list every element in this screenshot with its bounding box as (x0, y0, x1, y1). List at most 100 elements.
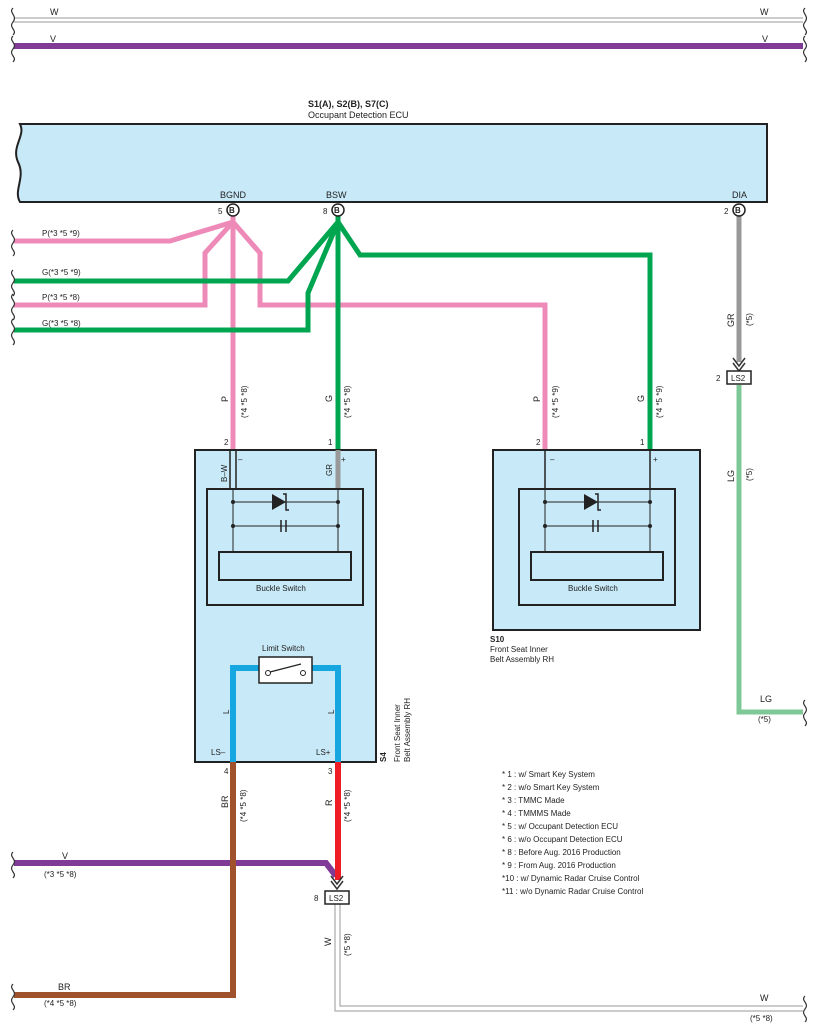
svg-text:+: + (653, 455, 658, 464)
wire-break-mark (10, 851, 16, 879)
s4-pin: 4 (224, 767, 229, 776)
s10-component: 2 1 – + Buckle Switch S10 Front Seat Inn… (490, 438, 701, 664)
wire-label: V (62, 851, 68, 861)
svg-text:B: B (334, 206, 340, 215)
s4-name-1: Front Seat Inner (393, 704, 402, 762)
s4-buckle-switch (206, 488, 364, 606)
note-item: * 3 : TMMC Made (502, 796, 565, 805)
ecu-name: Occupant Detection ECU (308, 110, 409, 120)
note-item: * 6 : w/o Occupant Detection ECU (502, 835, 623, 844)
ls2-pin-number: 2 (716, 374, 721, 383)
wire-break-mark (802, 995, 808, 1023)
s4-ls-plus: LS+ (316, 748, 331, 757)
s10-buckle-label: Buckle Switch (568, 584, 618, 593)
wire-label: LG (726, 470, 736, 482)
s10-pin: 2 (536, 438, 541, 447)
left-input-label: P(*3 *5 *9) (42, 229, 80, 238)
ecu-pin-bsw: B 8 (323, 203, 345, 217)
wire-note: (*3 *5 *8) (44, 870, 77, 879)
note-item: * 8 : Before Aug. 2016 Production (502, 848, 621, 857)
wire-note: (*5) (745, 313, 754, 326)
s10-code: S10 (490, 635, 505, 644)
ls2-connector-top: LS2 2 (716, 370, 752, 385)
wire-note: (*4 *5 *9) (551, 385, 560, 418)
s10-buckle-switch (518, 488, 676, 606)
left-input-label: P(*3 *5 *8) (42, 293, 80, 302)
wire-break-mark (802, 35, 808, 63)
ecu-pin-number: 5 (218, 207, 223, 216)
svg-text:B: B (229, 206, 235, 215)
wire-label-v-left: V (50, 34, 56, 44)
note-item: * 2 : w/o Smart Key System (502, 783, 600, 792)
ls2-connector-bottom: LS2 8 (314, 890, 350, 905)
s4-pin: 1 (328, 438, 333, 447)
s4-limit-label: Limit Switch (262, 644, 305, 653)
svg-text:L: L (327, 709, 336, 714)
wire-label: BR (220, 795, 230, 808)
wire-label: G (324, 395, 334, 402)
ecu-pin-bsw-label: BSW (326, 190, 347, 200)
wire-label-w-right: W (760, 7, 769, 17)
lower-wires (14, 762, 803, 1012)
green-wires (14, 210, 653, 450)
wire-label-v-right: V (762, 34, 768, 44)
wire-note: (*4 *5 *8) (44, 999, 77, 1008)
left-input-label: G(*3 *5 *8) (42, 319, 81, 328)
wire-label: P (532, 396, 542, 402)
note-item: * 1 : w/ Smart Key System (502, 770, 595, 779)
wire-label: BR (58, 982, 71, 992)
s10-name-2: Belt Assembly RH (490, 655, 554, 664)
zener-diode-icon (272, 494, 286, 510)
ecu-pin-dia-label: DIA (732, 190, 747, 200)
wire-note: (*4 *5 *8) (343, 789, 352, 822)
wire-break-mark (10, 7, 16, 36)
svg-text:B: B (735, 206, 741, 215)
s4-ls-minus: LS– (211, 748, 226, 757)
wire-label: LG (760, 694, 772, 704)
ecu-pin-bgnd-label: BGND (220, 190, 247, 200)
notes-legend: * 1 : w/ Smart Key System * 2 : w/o Smar… (502, 770, 643, 896)
wire-label: P (220, 396, 230, 402)
wire-note: (*4 *5 *8) (343, 385, 352, 418)
s10-name-1: Front Seat Inner (490, 645, 548, 654)
dia-wires (732, 210, 803, 715)
wire-note: (*4 *5 *9) (655, 385, 664, 418)
ecu-pin-dia: B 2 (724, 203, 746, 217)
wire-label: W (760, 993, 769, 1003)
zener-diode-icon (584, 494, 598, 510)
svg-text:L: L (222, 709, 231, 714)
ecu-pin-number: 8 (323, 207, 328, 216)
s4-buckle-element (218, 551, 352, 581)
s4-inner-gr: GR (325, 464, 334, 476)
wire-note: (*5 *8) (750, 1014, 773, 1023)
svg-text:+: + (341, 455, 346, 464)
wire-break-mark (10, 983, 16, 1011)
svg-text:LS2: LS2 (329, 894, 344, 903)
limit-switch-icon (258, 656, 313, 684)
s4-name-2: Belt Assembly RH (403, 698, 412, 762)
s4-buckle-label: Buckle Switch (256, 584, 306, 593)
svg-text:–: – (550, 455, 555, 464)
wire-note: (*5 *8) (343, 933, 352, 956)
ls2-pin-number: 8 (314, 894, 319, 903)
svg-text:–: – (238, 455, 243, 464)
wire-label: G (636, 395, 646, 402)
wire-label: W (323, 937, 333, 946)
wire-note: (*4 *5 *8) (240, 385, 249, 418)
ecu-pin-bgnd: B 5 (218, 203, 240, 217)
s4-code: S4 (379, 752, 388, 762)
left-break-marks (10, 229, 16, 346)
note-item: *10 : w/ Dynamic Radar Cruise Control (502, 874, 640, 883)
s4-pin: 2 (224, 438, 229, 447)
ecu-code: S1(A), S2(B), S7(C) (308, 99, 389, 109)
wire-break-mark (802, 699, 808, 727)
wire-note: (*4 *5 *8) (239, 789, 248, 822)
ecu-pin-number: 2 (724, 207, 729, 216)
wire-break-mark (10, 35, 16, 63)
left-input-label: G(*3 *5 *9) (42, 268, 81, 277)
s4-pin: 3 (328, 767, 333, 776)
top-wire-w: W W (10, 7, 808, 36)
s4-inner-bw: B–W (220, 464, 229, 482)
ecu-box: S1(A), S2(B), S7(C) Occupant Detection E… (15, 99, 768, 203)
